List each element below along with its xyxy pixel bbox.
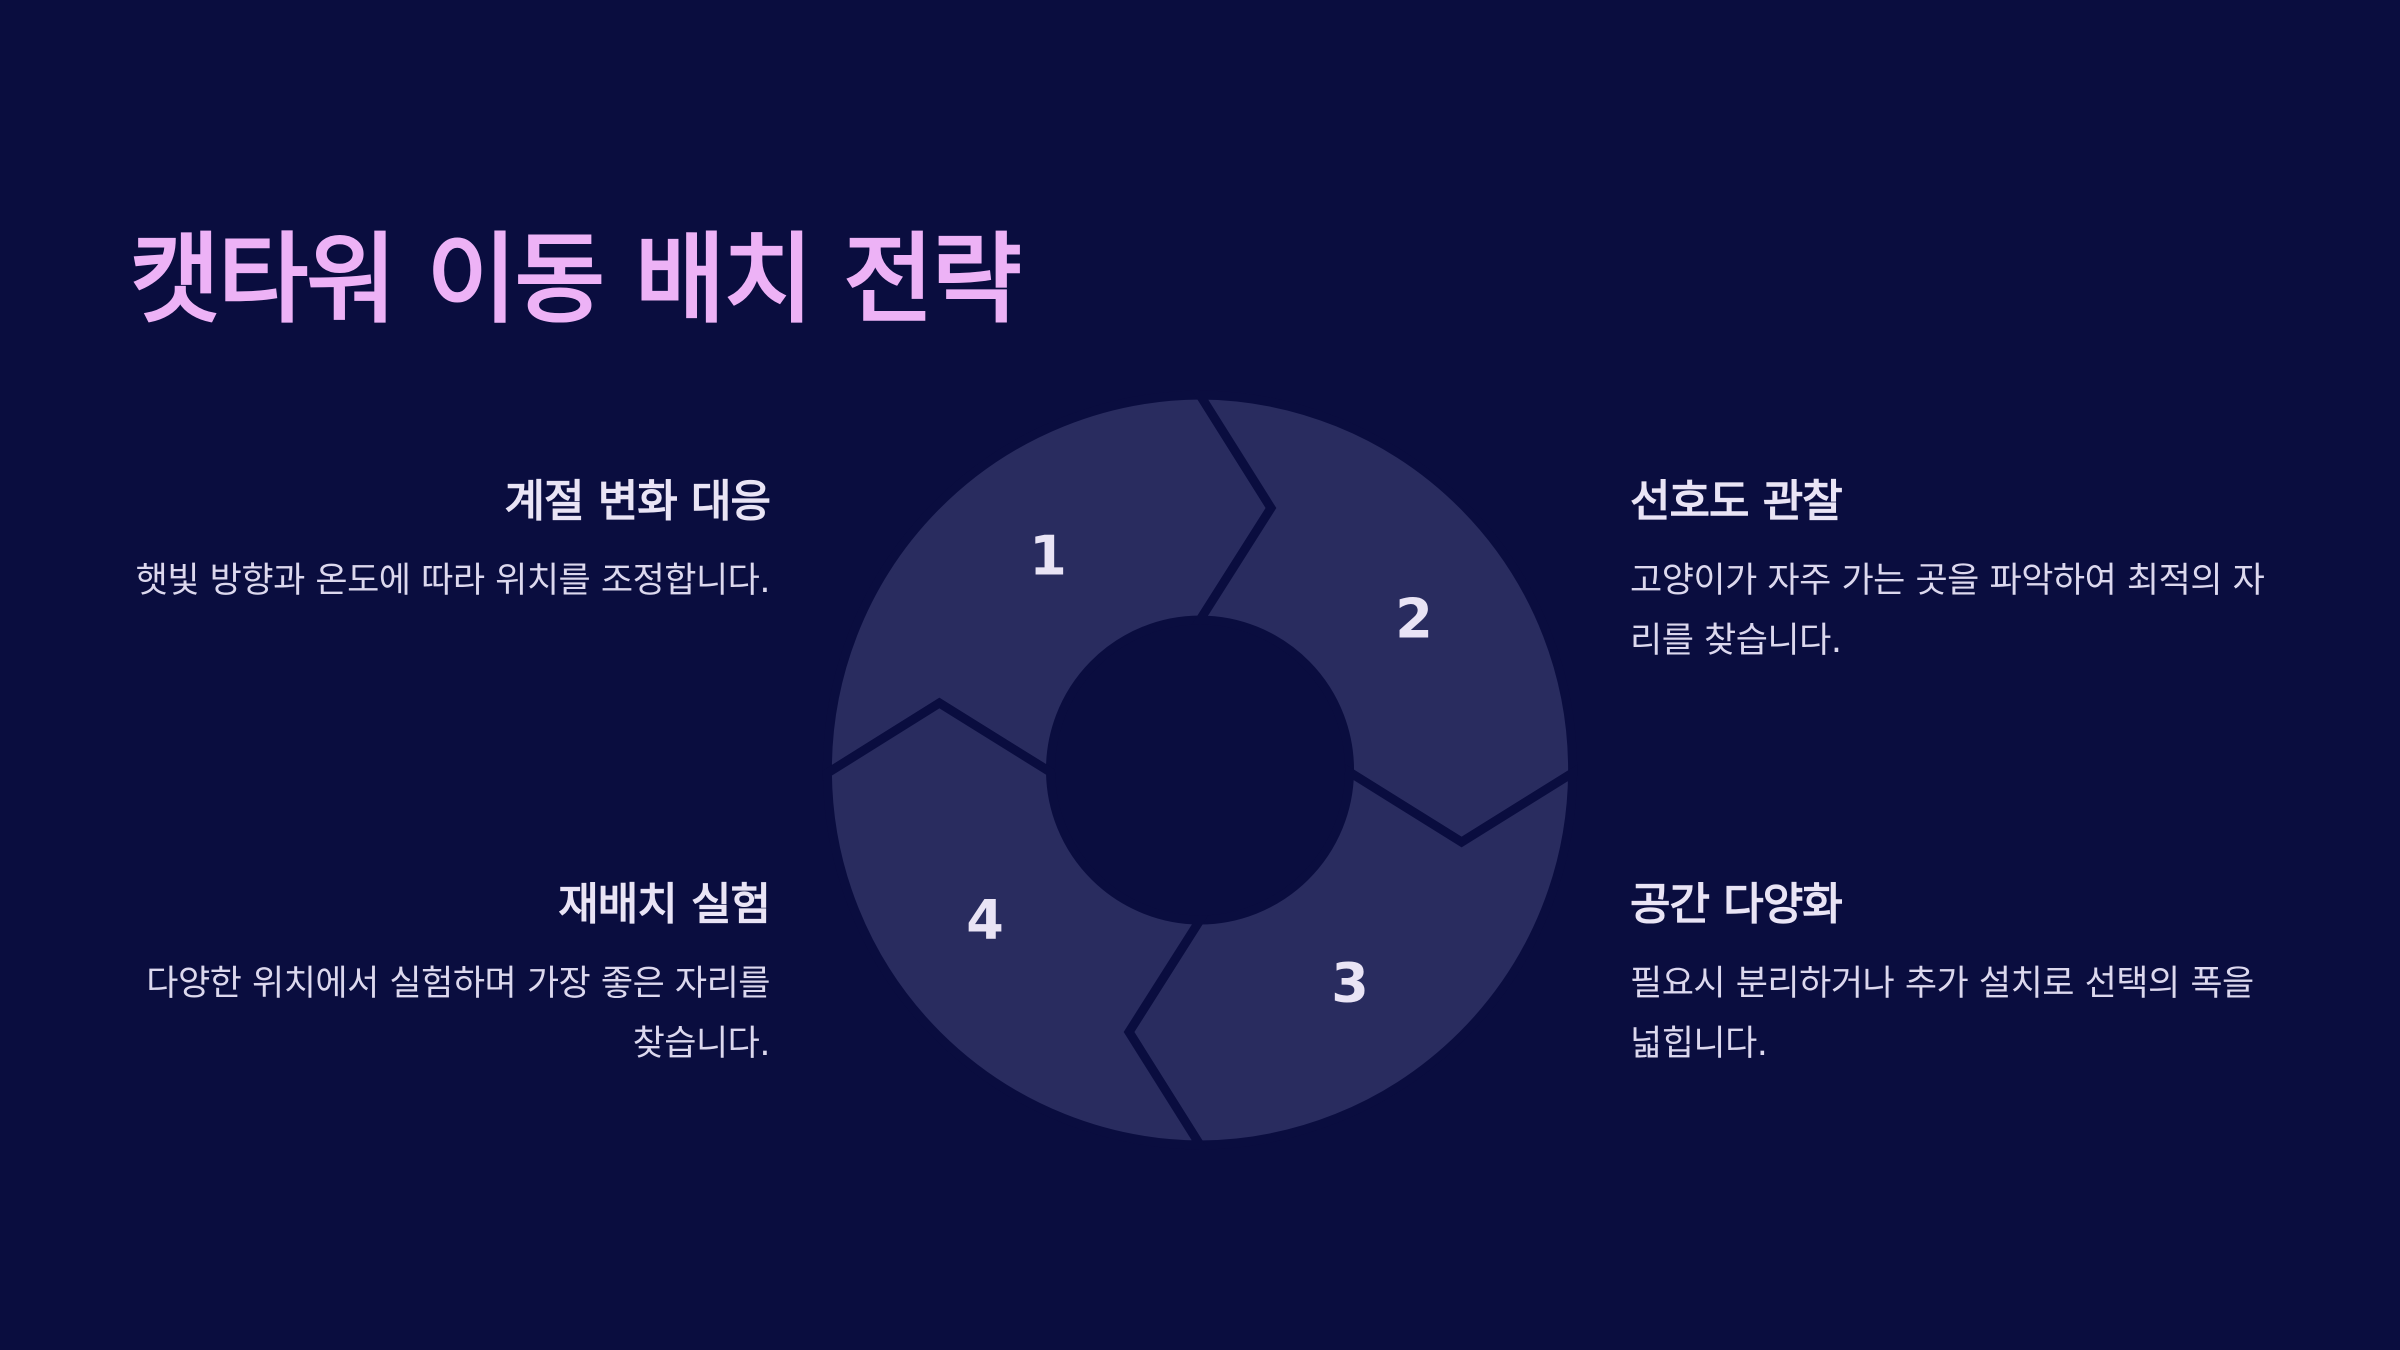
step-4-number: 4 bbox=[966, 889, 1004, 952]
step-3-number: 3 bbox=[1331, 952, 1369, 1015]
cycle-segment-1 bbox=[822, 390, 1277, 782]
step-4-heading: 재배치 실험 bbox=[558, 879, 771, 930]
step-1-description: 햇빛 방향과 온도에 따라 위치를 조정합니다. bbox=[135, 561, 771, 601]
step-2-number: 2 bbox=[1395, 588, 1433, 651]
step-3-heading: 공간 다양화 bbox=[1630, 879, 1843, 930]
step-4-description: 다양한 위치에서 실험하며 가장 좋은 자리를 찾습니다. bbox=[146, 964, 770, 1064]
step-3-block: 공간 다양화 필요시 분리하거나 추가 설치로 선택의 폭을 넓힙니다. bbox=[1630, 868, 2270, 1074]
step-3-description: 필요시 분리하거나 추가 설치로 선택의 폭을 넓힙니다. bbox=[1630, 964, 2254, 1064]
cycle-segment-2 bbox=[1191, 390, 1578, 848]
step-4-block: 재배치 실험 다양한 위치에서 실험하며 가장 좋은 자리를 찾습니다. bbox=[130, 868, 771, 1074]
step-1-block: 계절 변화 대응 햇빛 방향과 온도에 따라 위치를 조정합니다. bbox=[130, 465, 771, 611]
step-2-block: 선호도 관찰 고양이가 자주 가는 곳을 파악하여 최적의 자리를 찾습니다. bbox=[1630, 465, 2270, 671]
step-1-number: 1 bbox=[1029, 525, 1067, 588]
cycle-segment-3 bbox=[1123, 764, 1578, 1150]
cycle-segment-4 bbox=[822, 697, 1209, 1150]
page-title: 캣타워 이동 배치 전략 bbox=[130, 223, 1022, 337]
step-2-description: 고양이가 자주 가는 곳을 파악하여 최적의 자리를 찾습니다. bbox=[1630, 561, 2265, 661]
step-2-heading: 선호도 관찰 bbox=[1630, 476, 1843, 527]
step-1-heading: 계절 변화 대응 bbox=[504, 476, 771, 527]
